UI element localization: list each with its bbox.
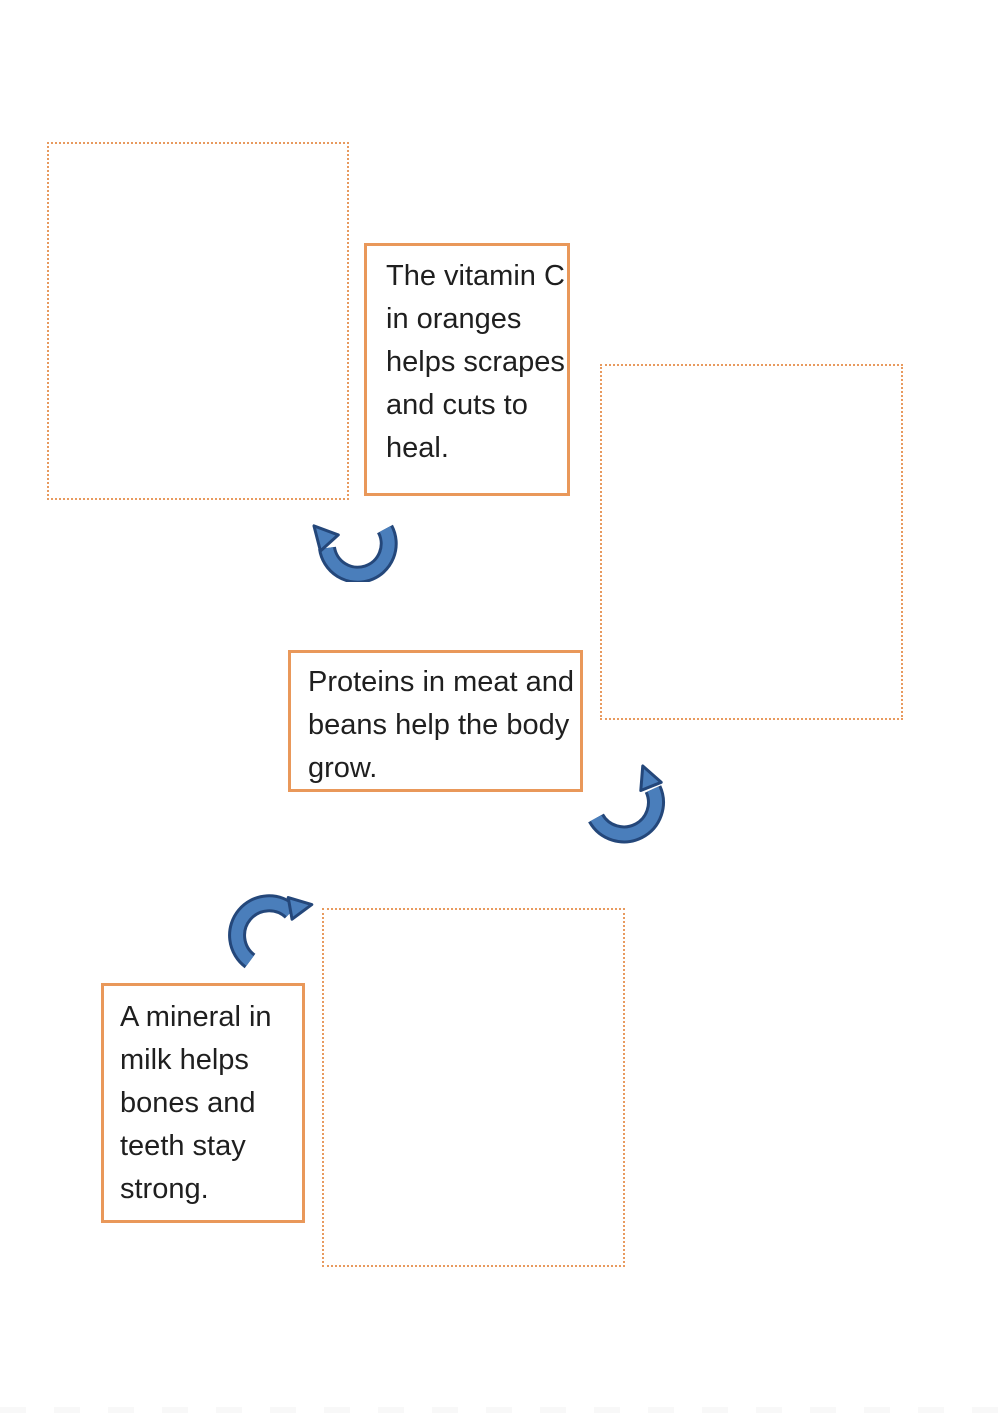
card-text-line: The vitamin C bbox=[386, 260, 565, 292]
curved-arrow-up-left-icon bbox=[312, 524, 398, 582]
card-text-line: grow. bbox=[308, 752, 378, 784]
card-text-line: milk helps bbox=[120, 1044, 249, 1076]
drop-zone-top-left[interactable] bbox=[47, 142, 349, 500]
cut-off-print-artifacts bbox=[0, 1407, 1000, 1413]
drop-zone-bottom-center[interactable] bbox=[322, 908, 625, 1267]
card-text-line: helps scrapes bbox=[386, 346, 565, 378]
drop-zone-middle-right[interactable] bbox=[600, 364, 903, 720]
card-text-line: in oranges bbox=[386, 303, 522, 335]
curved-arrow-right-icon bbox=[228, 894, 314, 969]
card-proteins[interactable]: Proteins in meat and beans help the body… bbox=[288, 650, 583, 792]
card-text-line: bones and bbox=[120, 1087, 256, 1119]
card-text-line: strong. bbox=[120, 1173, 209, 1205]
card-text-line: teeth stay bbox=[120, 1130, 246, 1162]
card-vitamin-c[interactable]: The vitamin C in oranges helps scrapes a… bbox=[364, 243, 570, 496]
card-text-line: A mineral in bbox=[120, 1001, 272, 1033]
card-text-line: beans help the body bbox=[308, 709, 570, 741]
card-text-line: and cuts to bbox=[386, 389, 528, 421]
curved-arrow-up-icon bbox=[588, 764, 665, 844]
card-text-line: heal. bbox=[386, 432, 449, 464]
card-text-line: Proteins in meat and bbox=[308, 666, 574, 698]
card-mineral[interactable]: A mineral in milk helps bones and teeth … bbox=[101, 983, 305, 1223]
